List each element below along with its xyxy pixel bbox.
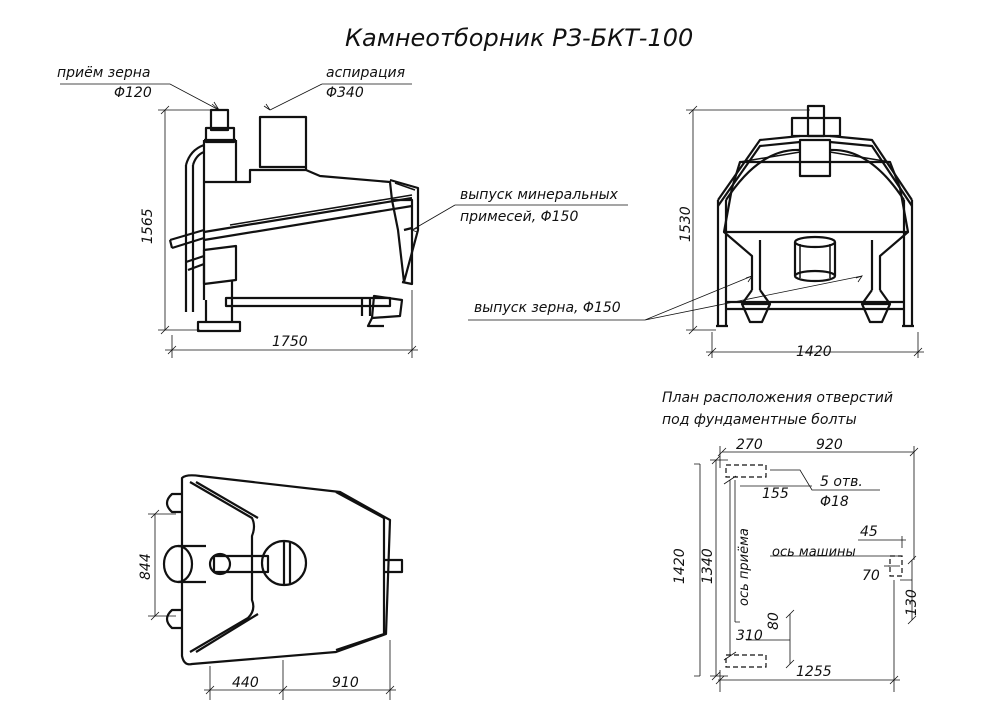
aspiration-diameter: Φ340: [326, 85, 364, 101]
side-height-dim: 1565: [140, 208, 156, 244]
intake-diameter: Φ120: [114, 85, 152, 101]
dim-310: 310: [736, 628, 763, 644]
bolt-plan-title-line1: План расположения отверстий: [662, 390, 893, 406]
bolt-plan-title-line2: под фундаментные болты: [662, 412, 857, 428]
dim-920: 920: [816, 437, 843, 453]
top-view: 844 440 910: [138, 474, 404, 700]
holes-diameter: Φ18: [820, 494, 849, 510]
top-width-dim: 844: [138, 553, 154, 580]
side-view: приём зерна Φ120 аспирация Φ340 выпуск м…: [57, 65, 628, 358]
front-height-dim: 1530: [678, 206, 694, 242]
top-dim-440: 440: [232, 675, 259, 691]
holes-count: 5 отв.: [820, 474, 863, 490]
grain-outlet-label: выпуск зерна, Φ150: [474, 300, 621, 316]
dim-80: 80: [766, 612, 782, 630]
front-view: 1530 1420 выпуск зерна, Φ150: [468, 104, 924, 360]
aspiration-label: аспирация: [326, 65, 405, 81]
dim-1255: 1255: [796, 664, 832, 680]
dim-70: 70: [862, 568, 880, 584]
dim-45: 45: [860, 524, 878, 540]
front-width-dim: 1420: [796, 344, 832, 360]
intake-axis-label: ось приёма: [737, 528, 752, 606]
top-dim-910: 910: [332, 675, 359, 691]
intake-label: приём зерна: [57, 65, 150, 81]
drawing-title: Камнеотборник РЗ-БКТ-100: [345, 24, 693, 52]
machine-axis-label: ось машины: [772, 545, 856, 560]
dim-155: 155: [762, 486, 789, 502]
dim-1340: 1340: [700, 548, 716, 584]
dim-130: 130: [904, 589, 920, 616]
dim-1420: 1420: [672, 548, 688, 584]
mineral-outlet-line1: выпуск минеральных: [460, 187, 619, 203]
bolt-plan: План расположения отверстий под фундамен…: [662, 390, 920, 692]
side-length-dim: 1750: [272, 334, 308, 350]
mineral-outlet-line2: примесей, Φ150: [460, 209, 578, 225]
dim-270: 270: [736, 437, 763, 453]
